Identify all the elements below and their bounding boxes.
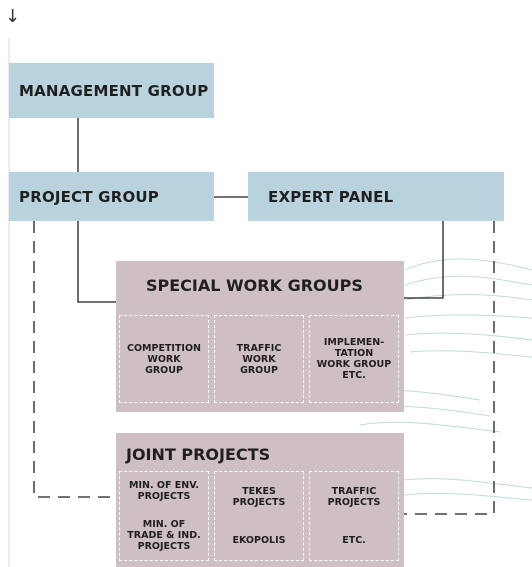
joint-col-traffic: TRAFFIC PROJECTS ETC. — [309, 471, 399, 561]
joint-projects-box: JOINT PROJECTS MIN. OF ENV. PROJECTS MIN… — [116, 433, 404, 567]
min-env-projects: MIN. OF ENV. PROJECTS — [129, 480, 199, 503]
competition-work-group: COMPETITION WORK GROUP — [119, 315, 209, 403]
etc-projects: ETC. — [342, 535, 366, 547]
traffic-projects: TRAFFIC PROJECTS — [327, 485, 381, 508]
implementation-work-group: IMPLEMEN- TATION WORK GROUP ETC. — [309, 315, 399, 403]
tekes-projects: TEKES PROJECTS — [232, 485, 286, 508]
special-work-groups-title: SPECIAL WORK GROUPS — [146, 276, 363, 295]
special-work-groups-box: SPECIAL WORK GROUPS COMPETITION WORK GRO… — [116, 261, 404, 412]
project-group-box: PROJECT GROUP — [9, 172, 214, 221]
down-arrow: ↓ — [5, 6, 21, 27]
project-special-line — [77, 221, 116, 303]
management-group-box: MANAGEMENT GROUP — [9, 63, 214, 118]
project-joint-dashed — [33, 221, 116, 498]
joint-col-ministries: MIN. OF ENV. PROJECTS MIN. OF TRADE & IN… — [119, 471, 209, 561]
management-group-label: MANAGEMENT GROUP — [19, 81, 209, 100]
expert-panel-label: EXPERT PANEL — [268, 187, 394, 206]
ekopolis: EKOPOLIS — [232, 535, 286, 547]
joint-projects-title: JOINT PROJECTS — [126, 445, 271, 464]
expert-special-line — [404, 221, 444, 299]
traffic-work-group: TRAFFIC WORK GROUP — [214, 315, 304, 403]
expert-panel-box: EXPERT PANEL — [248, 172, 504, 221]
min-trade-ind-projects: MIN. OF TRADE & IND. PROJECTS — [127, 518, 201, 552]
project-group-label: PROJECT GROUP — [19, 187, 159, 206]
joint-col-tekes: TEKES PROJECTS EKOPOLIS — [214, 471, 304, 561]
